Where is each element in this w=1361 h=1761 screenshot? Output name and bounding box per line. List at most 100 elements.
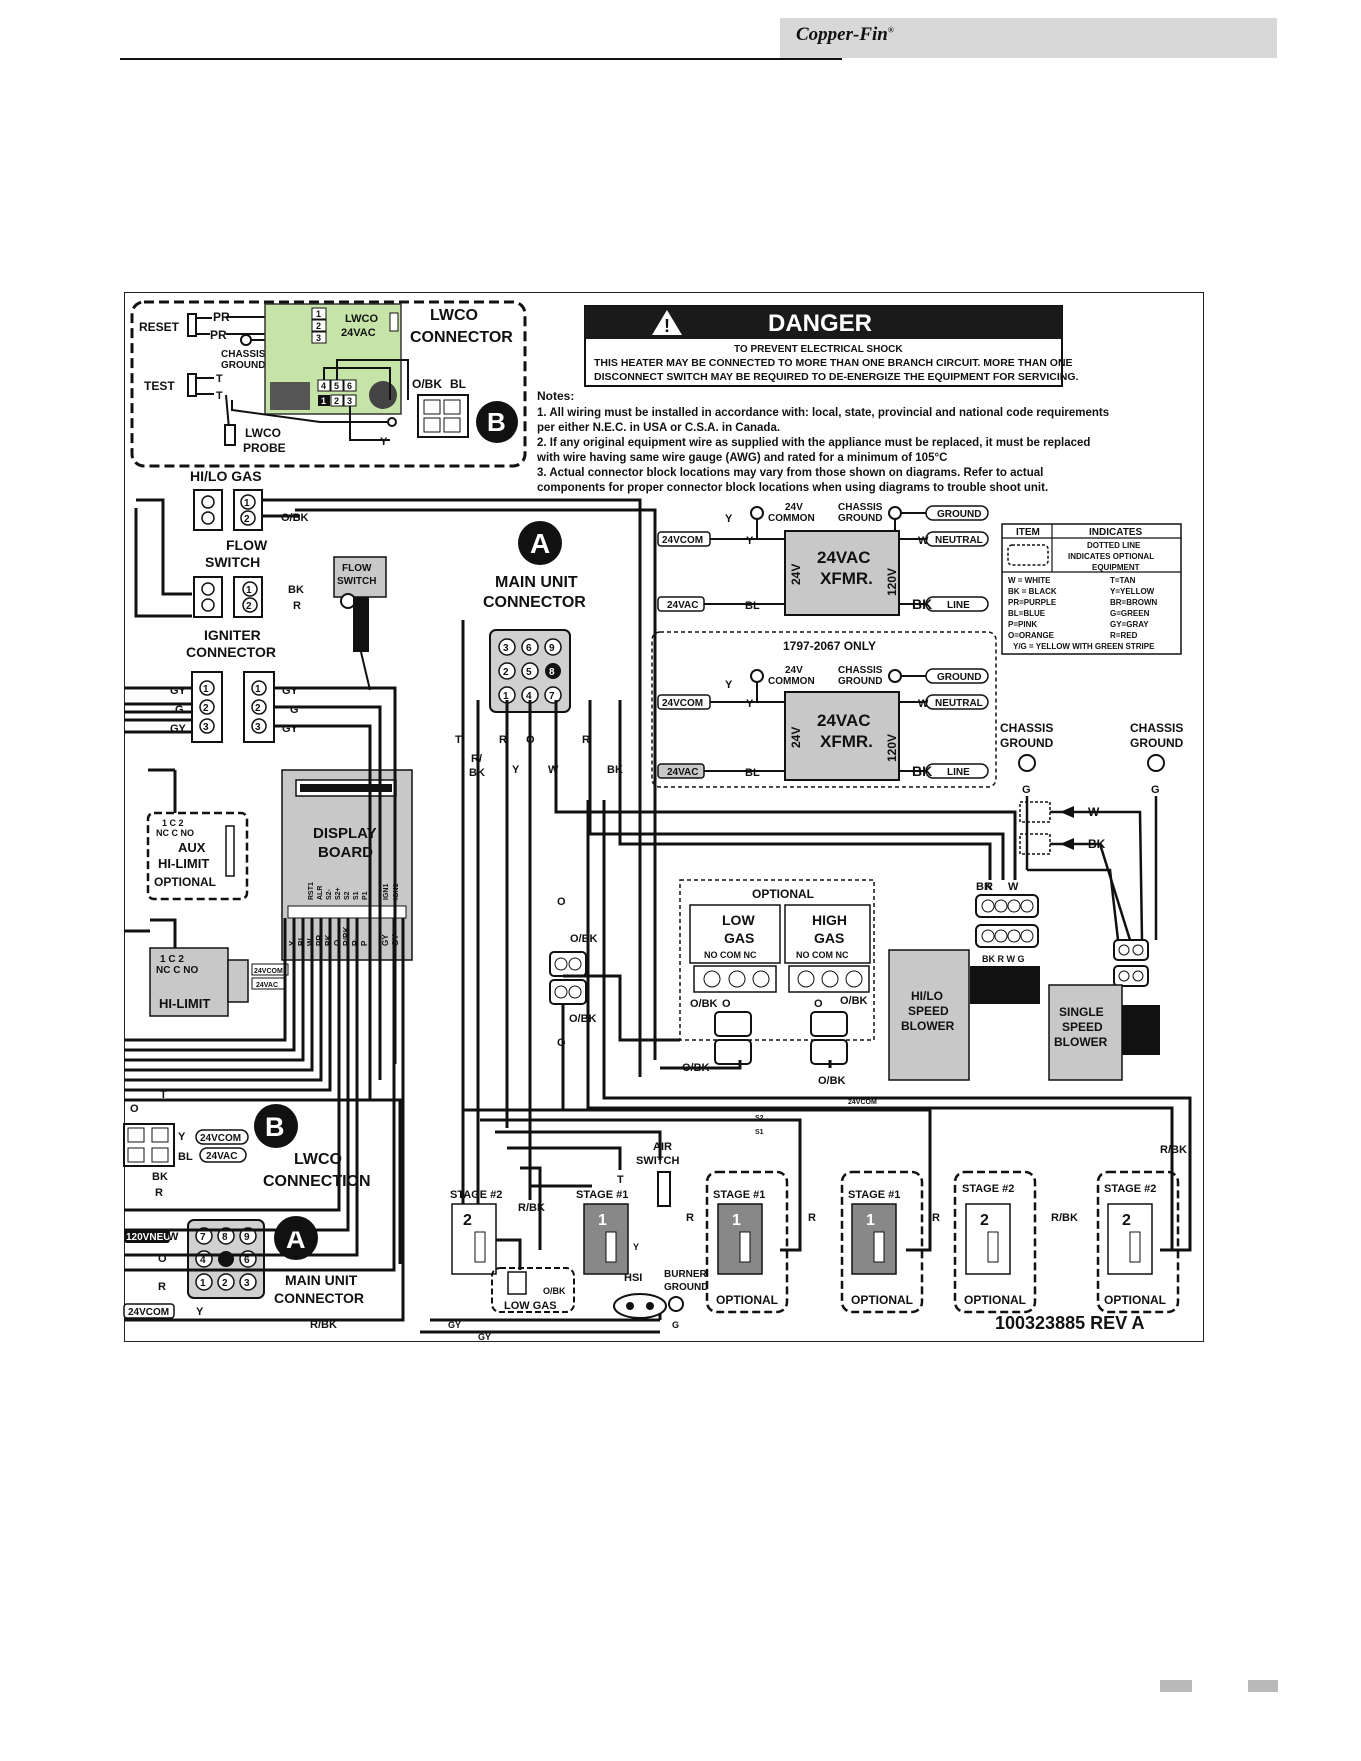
svg-text:3: 3 bbox=[347, 396, 352, 406]
burner-ground-label-2: GROUND bbox=[664, 1282, 708, 1293]
svg-text:2: 2 bbox=[203, 703, 209, 714]
lwco-bl-label: BL bbox=[450, 377, 466, 391]
svg-text:BR=BROWN: BR=BROWN bbox=[1110, 598, 1158, 607]
svg-text:1: 1 bbox=[321, 396, 326, 406]
connector-a-badge bbox=[518, 521, 562, 565]
x1-y-top: Y bbox=[725, 513, 733, 525]
svg-text:5: 5 bbox=[526, 667, 532, 678]
hilo-blower-label-2: SPEED bbox=[908, 1004, 949, 1018]
lwco-board-label-2: 24VAC bbox=[341, 327, 376, 339]
chassis-ground-lug bbox=[240, 334, 252, 346]
svg-text:3: 3 bbox=[203, 722, 209, 733]
svg-text:S2+: S2+ bbox=[335, 887, 342, 900]
svg-text:S2: S2 bbox=[344, 891, 351, 900]
svg-text:6: 6 bbox=[347, 381, 352, 391]
single-blower-label: SINGLE bbox=[1059, 1005, 1104, 1019]
optional-gas-title: OPTIONAL bbox=[752, 887, 814, 901]
x1-w: W bbox=[918, 535, 929, 547]
air-switch-label: AIR bbox=[653, 1141, 672, 1153]
main-connector-bottom-pins: 7 8 9 4 6 1 2 3 bbox=[195, 1227, 257, 1291]
note-line-3: 2. If any original equipment wire as sup… bbox=[537, 437, 1090, 449]
svg-text:PR=PURPLE: PR=PURPLE bbox=[1008, 598, 1057, 607]
stage-module-1 bbox=[451, 1203, 497, 1275]
lwco-ground-label: GROUND bbox=[221, 360, 265, 371]
x1-common: 24V bbox=[785, 502, 803, 513]
svg-text:6: 6 bbox=[526, 643, 532, 654]
legend-dotted-sample bbox=[1007, 544, 1049, 566]
bottom-r-2: R bbox=[158, 1281, 166, 1293]
svg-text:8: 8 bbox=[549, 667, 555, 678]
low-gas-label: LOW bbox=[722, 912, 755, 928]
optional-stage-2-box bbox=[840, 1170, 924, 1314]
x2-title-2: XFMR. bbox=[820, 732, 873, 751]
single-blower-label-3: BLOWER bbox=[1054, 1035, 1108, 1049]
x1-line-tag: LINE bbox=[947, 600, 970, 611]
display-vac-tag: 24VAC bbox=[256, 982, 278, 989]
cg2-g: G bbox=[1151, 784, 1160, 796]
bottom-bk: BK bbox=[152, 1171, 168, 1183]
x1-title-2: XFMR. bbox=[820, 569, 873, 588]
hi-limit bbox=[149, 947, 229, 1017]
note-line-1: 1. All wiring must be installed in accor… bbox=[537, 407, 1109, 419]
low-gas-pins: NO COM NC bbox=[704, 950, 757, 960]
svg-text:1: 1 bbox=[732, 1212, 741, 1229]
svg-text:ALR: ALR bbox=[317, 886, 324, 900]
main-unit-bottom-label: MAIN UNIT bbox=[285, 1272, 358, 1288]
x2-y-top: Y bbox=[725, 679, 733, 691]
danger-subtitle: TO PREVENT ELECTRICAL SHOCK bbox=[734, 344, 903, 355]
flow-switch-label: FLOW bbox=[226, 537, 268, 553]
high-gas-o: O bbox=[814, 998, 823, 1010]
x2-model-range: 1797-2067 ONLY bbox=[783, 639, 876, 653]
x1-ground-tag: GROUND bbox=[937, 509, 981, 520]
x2-neutral-tag: NEUTRAL bbox=[935, 698, 983, 709]
xfmr-optional-box bbox=[651, 631, 997, 788]
legend-dotted-3: EQUIPMENT bbox=[1092, 563, 1140, 572]
lwco-pin-2 bbox=[311, 319, 327, 332]
stage-1-title: STAGE #2 bbox=[450, 1189, 502, 1201]
aux-label: AUX bbox=[178, 840, 206, 855]
svg-text:2: 2 bbox=[255, 703, 261, 714]
svg-text:R: R bbox=[932, 1212, 940, 1224]
lwco-board-chip bbox=[270, 382, 310, 410]
legend-indicates-header: INDICATES bbox=[1089, 527, 1142, 538]
stage-rbk-right: R/BK bbox=[1160, 1144, 1187, 1156]
lwco-board-label: LWCO bbox=[345, 313, 378, 325]
lwco-bottom-vac: 24VAC bbox=[206, 1151, 238, 1162]
optional-stage-1-box bbox=[705, 1170, 789, 1314]
main-r-label: R bbox=[499, 734, 507, 746]
x2-common-2: COMMON bbox=[768, 676, 815, 687]
svg-text:GY: GY bbox=[381, 934, 390, 946]
svg-text:7: 7 bbox=[549, 691, 555, 702]
x1-chassis: CHASSIS bbox=[838, 502, 883, 513]
svg-text:GY=GRAY: GY=GRAY bbox=[1110, 620, 1149, 629]
pr-label-2: PR bbox=[210, 328, 227, 342]
svg-text:S1: S1 bbox=[353, 891, 360, 900]
warning-icon bbox=[652, 310, 682, 335]
svg-text:8: 8 bbox=[222, 1232, 228, 1243]
svg-text:Y=YELLOW: Y=YELLOW bbox=[1110, 587, 1155, 596]
high-gas-switch bbox=[784, 904, 871, 964]
hilo-blower-motor bbox=[970, 966, 1040, 1004]
legend-item-header: ITEM bbox=[1016, 527, 1040, 538]
svg-text:5: 5 bbox=[334, 381, 339, 391]
stage-harness bbox=[420, 800, 1192, 1334]
svg-text:W = WHITE: W = WHITE bbox=[1008, 576, 1051, 585]
hilo-blower-label-3: BLOWER bbox=[901, 1019, 955, 1033]
svg-text:1: 1 bbox=[866, 1212, 875, 1229]
lwco-bottom-y: Y bbox=[178, 1131, 186, 1143]
low-gas-switch bbox=[689, 904, 781, 964]
hsi-igniter bbox=[613, 1293, 667, 1319]
svg-text:R=RED: R=RED bbox=[1110, 631, 1138, 640]
svg-text:2: 2 bbox=[316, 321, 321, 331]
low-gas-bottom-obk: O/BK bbox=[543, 1286, 566, 1296]
lwco-bottom-o: O bbox=[130, 1103, 139, 1115]
svg-text:Y/G = YELLOW WITH GREEN STRIPE: Y/G = YELLOW WITH GREEN STRIPE bbox=[1013, 642, 1155, 651]
lwco-connection-label: LWCO bbox=[294, 1151, 342, 1168]
main-w-label: W bbox=[548, 764, 559, 776]
lwco-probe bbox=[224, 424, 236, 446]
opt-stage-1-label: OPTIONAL bbox=[716, 1293, 778, 1307]
connector-b-letter: B bbox=[487, 407, 506, 437]
svg-text:9: 9 bbox=[244, 1232, 250, 1243]
optional-gas-box bbox=[679, 879, 875, 1041]
svg-text:P1: P1 bbox=[362, 891, 369, 900]
